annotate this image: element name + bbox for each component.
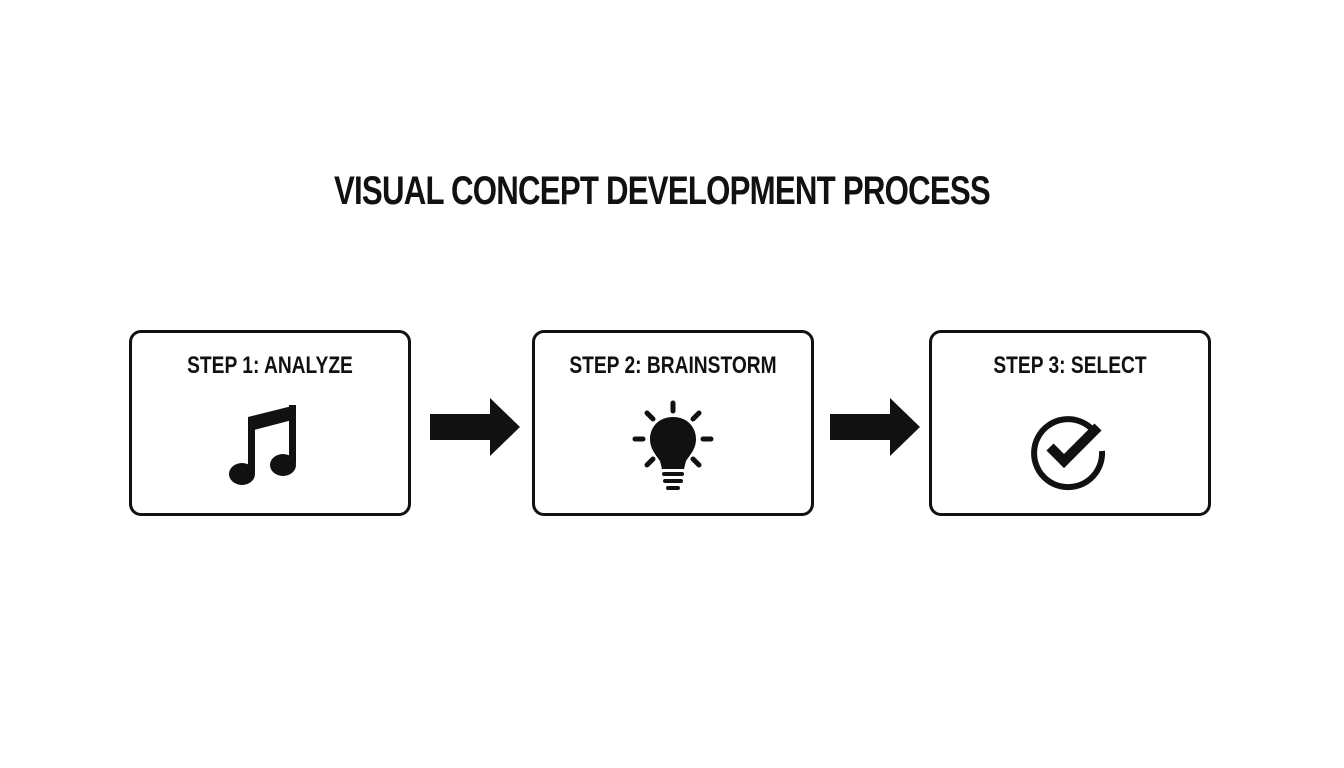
step-select-box: STEP 3: SELECT <box>929 330 1211 516</box>
check-circle-icon <box>1031 416 1106 491</box>
step-label: STEP 1: ANALYZE <box>187 352 353 379</box>
arrow-right-icon <box>430 398 520 456</box>
lightbulb-icon <box>632 400 714 490</box>
diagram-title: VISUAL CONCEPT DEVELOPMENT PROCESS <box>334 169 991 213</box>
arrow-right-icon <box>830 398 920 456</box>
step-brainstorm-box: STEP 2: BRAINSTORM <box>532 330 814 516</box>
step-analyze-box: STEP 1: ANALYZE <box>129 330 411 516</box>
step-label: STEP 2: BRAINSTORM <box>569 352 777 379</box>
step-label: STEP 3: SELECT <box>993 352 1147 379</box>
music-note-icon <box>229 405 296 485</box>
